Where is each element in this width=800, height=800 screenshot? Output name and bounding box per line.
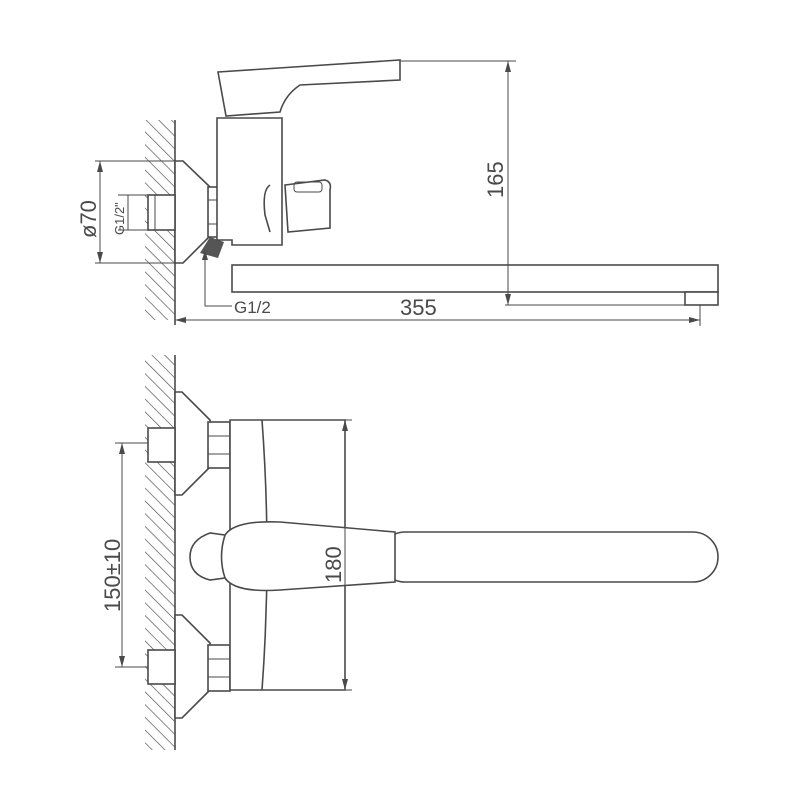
upper-nut	[207, 421, 231, 469]
lower-flange	[174, 614, 211, 719]
lever-handle	[217, 59, 401, 117]
diameter-label: ø70	[76, 200, 101, 238]
side-view: 165 355 ø70 G1/2" G1/2	[76, 59, 719, 326]
dimension-150: 150±10	[100, 442, 148, 668]
body-height-label: 180	[321, 546, 346, 583]
diverter-knob	[284, 179, 332, 233]
lower-inlet-pipe	[147, 649, 176, 685]
spout-nozzle	[684, 291, 719, 306]
dimension-diameter: ø70	[76, 160, 175, 264]
height-label: 165	[483, 161, 508, 198]
lever-handle-front	[189, 520, 396, 592]
spout-front	[379, 531, 719, 583]
faucet-body	[216, 117, 283, 246]
length-label: 355	[400, 295, 437, 320]
thread-part	[200, 237, 224, 258]
spout	[231, 264, 719, 293]
upper-inlet-pipe	[147, 427, 176, 463]
outlet-thread-leader: G1/2	[202, 250, 271, 317]
lower-nut	[207, 644, 231, 692]
dimension-inlet-thread: G1/2"	[112, 194, 148, 235]
dimension-355: 355	[175, 295, 701, 326]
center-distance-label: 150±10	[100, 539, 125, 612]
front-view: 180 150±10	[100, 355, 719, 750]
wall-hatch	[145, 355, 175, 750]
inlet-thread-label: G1/2"	[112, 202, 127, 235]
upper-flange	[174, 391, 211, 496]
outlet-thread-label: G1/2	[234, 298, 271, 317]
dimension-165: 165	[400, 60, 685, 306]
inlet-pipe	[147, 194, 176, 231]
dimension-180: 180	[262, 419, 352, 691]
